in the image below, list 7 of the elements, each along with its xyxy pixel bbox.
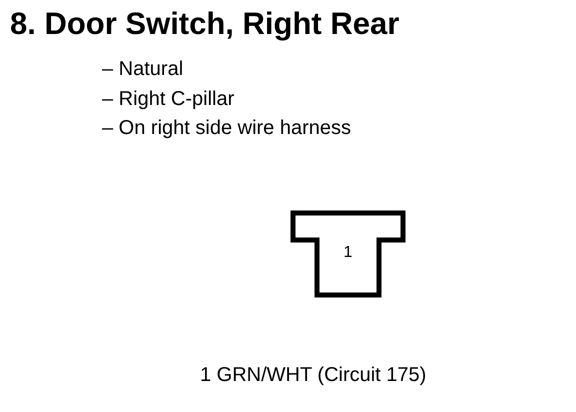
location-note: – Natural (102, 58, 184, 81)
location-note: – Right C-pillar (102, 88, 234, 111)
pin-number: 1 (342, 244, 354, 262)
heading: 8. Door Switch, Right Rear (10, 6, 400, 42)
location-note: – On right side wire harness (102, 117, 352, 140)
connector-face (290, 210, 406, 298)
pin-description: 1 GRN/WHT (Circuit 175) (200, 364, 426, 387)
